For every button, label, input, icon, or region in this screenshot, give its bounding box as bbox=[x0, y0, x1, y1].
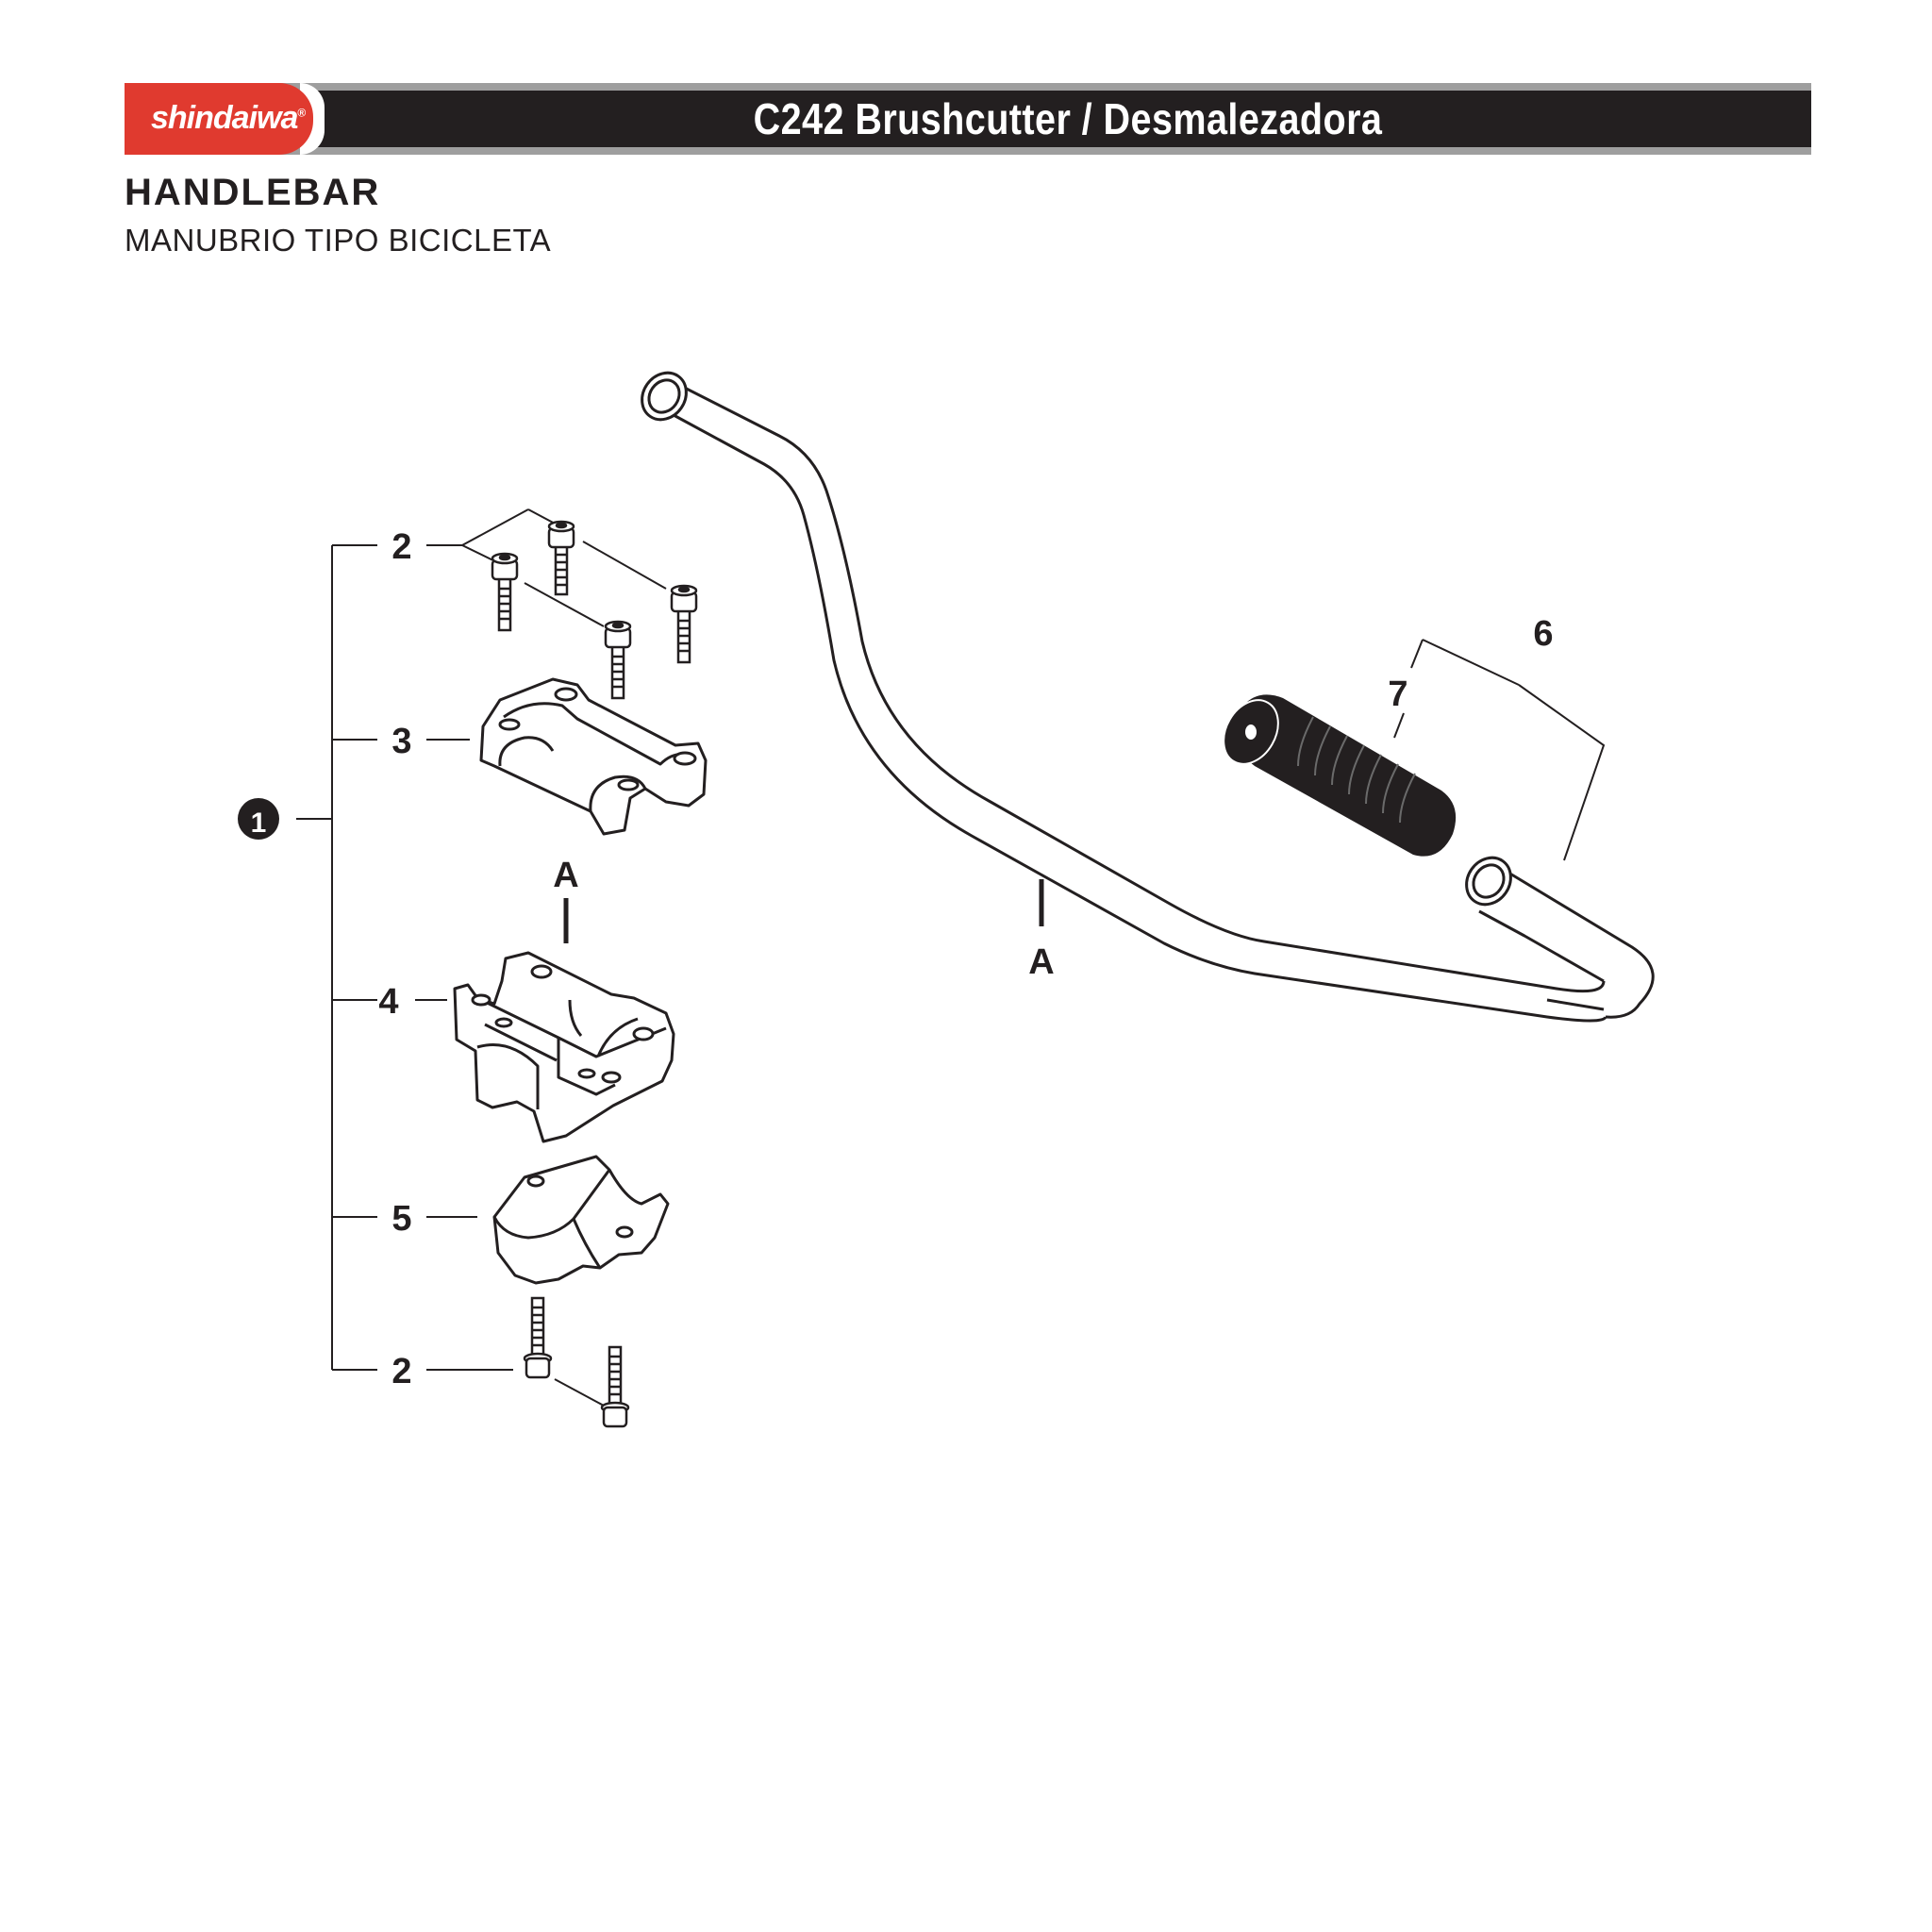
handlebar-tube bbox=[641, 371, 1655, 1023]
callout-4: 4 bbox=[378, 982, 398, 1022]
screw-upper-2 bbox=[491, 552, 519, 632]
callout-2-top: 2 bbox=[391, 527, 411, 567]
brand-registered-mark: ® bbox=[297, 106, 306, 120]
clamp-bracket bbox=[492, 1155, 670, 1285]
match-mark-a-left-label: A bbox=[553, 856, 578, 895]
callout-6: 6 bbox=[1533, 614, 1553, 654]
lower-clamp bbox=[453, 951, 675, 1143]
callout-1: 1 bbox=[238, 798, 279, 840]
callout-1-label: 1 bbox=[251, 808, 267, 839]
screw-upper-4 bbox=[604, 620, 632, 700]
handle-grip bbox=[1223, 694, 1457, 857]
callout-bracket bbox=[296, 508, 667, 1407]
screw-set-upper bbox=[491, 520, 698, 700]
brand-logo: shindaiwa® bbox=[125, 83, 313, 155]
grip-callout-leaders bbox=[1393, 639, 1606, 861]
brand-name: shindaiwa bbox=[151, 100, 298, 136]
callout-7: 7 bbox=[1388, 675, 1407, 714]
screw-lower-2 bbox=[600, 1345, 630, 1428]
callout-2-bottom: 2 bbox=[391, 1352, 411, 1391]
section-title: HANDLEBAR bbox=[125, 172, 381, 213]
screw-upper-3 bbox=[670, 584, 698, 664]
section-subtitle: MANUBRIO TIPO BICICLETA bbox=[125, 223, 552, 258]
callout-3: 3 bbox=[391, 722, 411, 761]
document-title: C242 Brushcutter / Desmalezadora bbox=[753, 94, 1383, 143]
match-mark-a-right: A bbox=[1028, 879, 1055, 982]
page-header: shindaiwa® C242 Brushcutter / Desmalezad… bbox=[125, 83, 1811, 155]
screw-set-lower bbox=[523, 1296, 630, 1428]
match-mark-a-left: A bbox=[553, 856, 579, 943]
upper-clamp bbox=[479, 677, 708, 836]
callout-5: 5 bbox=[391, 1199, 411, 1239]
screw-lower-1 bbox=[523, 1296, 553, 1379]
match-mark-a-right-label: A bbox=[1028, 942, 1054, 982]
screw-upper-1 bbox=[547, 520, 575, 596]
brand-logo-text: shindaiwa® bbox=[151, 100, 306, 137]
header-bar bbox=[125, 83, 1811, 155]
